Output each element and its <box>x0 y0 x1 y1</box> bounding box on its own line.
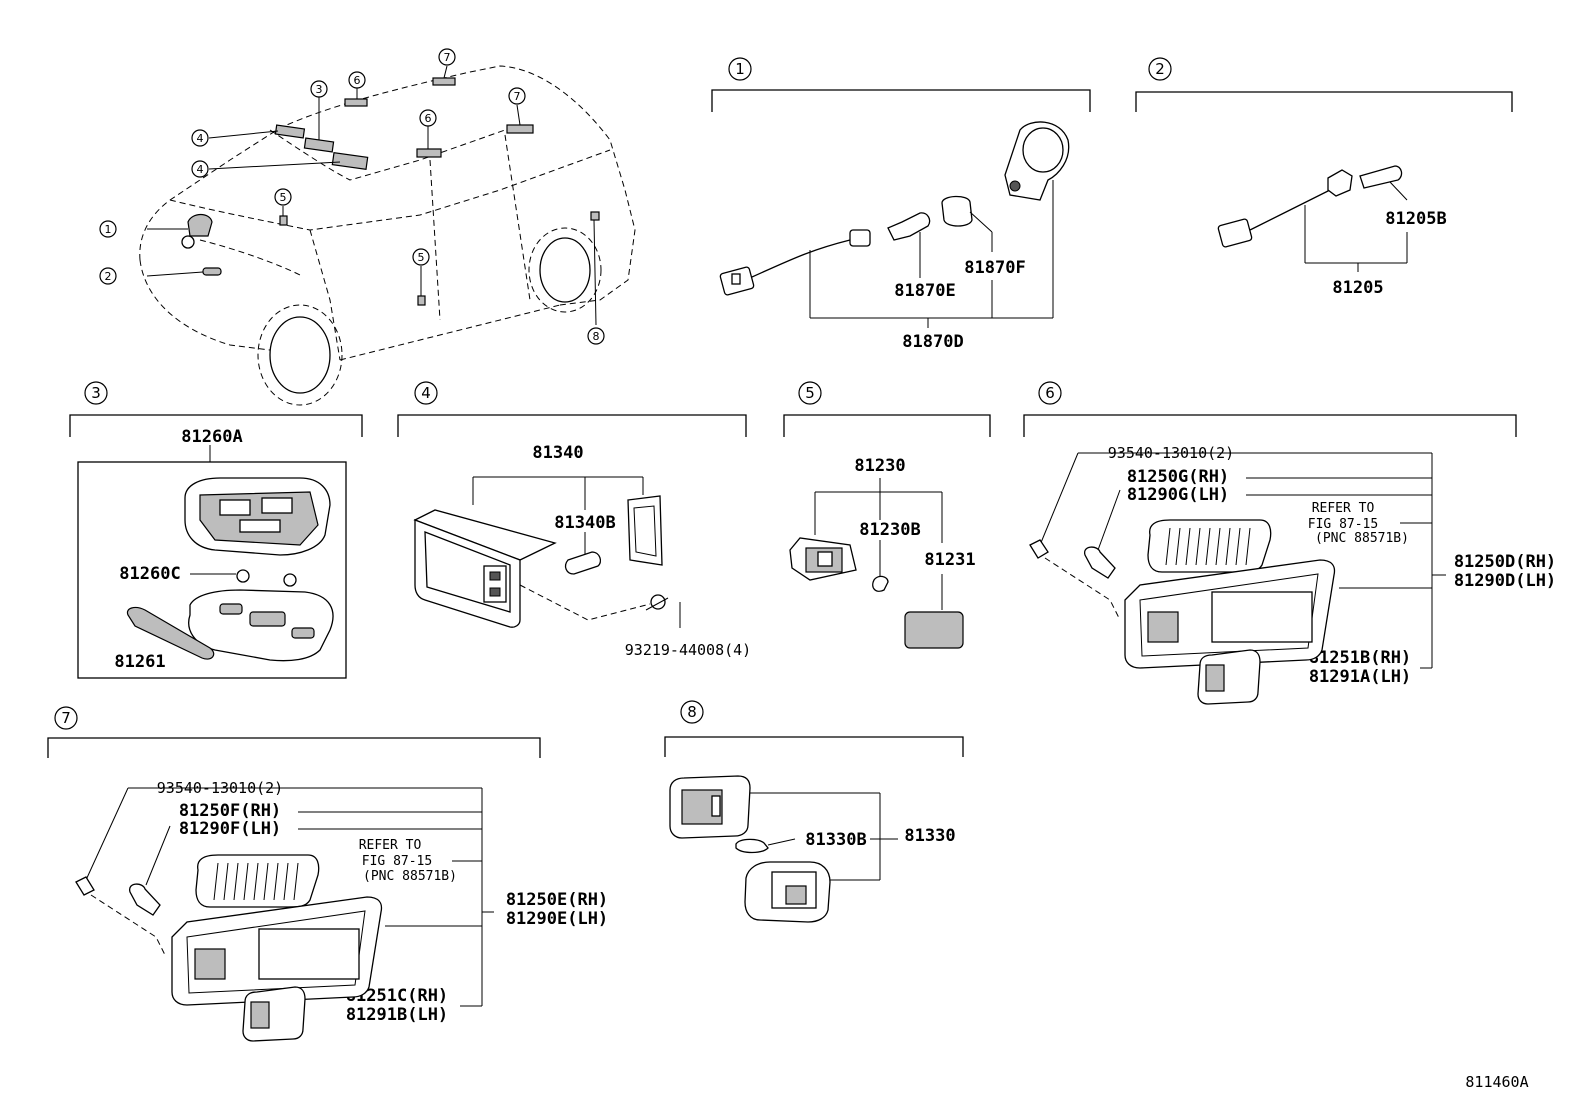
group-5: 5 81230 81230B 81231 <box>783 381 991 649</box>
svg-text:1: 1 <box>105 223 112 236</box>
svg-text:4: 4 <box>197 132 204 145</box>
callout-7a: 7 <box>438 48 456 66</box>
callout-6a: 6 <box>348 71 366 89</box>
group-3-label: 3 <box>91 384 101 402</box>
ref-note-line3-g6: (PNC 88571B) <box>1315 531 1409 546</box>
ref-note-line2-g7: FIG 87-15 <box>362 854 432 869</box>
group-2-label: 2 <box>1155 60 1165 78</box>
part-81291B: 81291B(LH) <box>346 1005 448 1025</box>
part-81261: 81261 <box>114 652 165 672</box>
svg-text:2: 2 <box>105 270 112 283</box>
part-81291A: 81291A(LH) <box>1309 667 1411 687</box>
part-81251C: 81251C(RH) <box>346 986 448 1006</box>
svg-text:4: 4 <box>197 163 204 176</box>
group-1-label: 1 <box>735 60 745 78</box>
group-7: 7 93540-13010(2) 81250F(RH) 81290F(LH) R… <box>47 706 608 1042</box>
part-93219-44008: 93219-44008(4) <box>625 641 751 659</box>
part-81260C: 81260C <box>119 564 180 584</box>
callout-8: 8 <box>587 327 605 345</box>
group-1: 1 81870E 81870F 81870D <box>711 57 1091 352</box>
callout-5b: 5 <box>412 248 430 266</box>
svg-text:5: 5 <box>418 251 425 264</box>
callout-4a: 4 <box>191 129 209 147</box>
ref-note-line1-g7: REFER TO <box>359 838 422 853</box>
part-81205: 81205 <box>1332 278 1383 298</box>
figure-code: 811460A <box>1465 1073 1528 1091</box>
part-81870D: 81870D <box>902 332 963 352</box>
group-4: 4 81340 81340B 93219-44008(4) <box>397 381 751 659</box>
group-6-label: 6 <box>1045 384 1055 402</box>
group-7-label: 7 <box>61 709 71 727</box>
callout-7b: 7 <box>508 87 526 105</box>
group-8: 8 81330B 81330 <box>664 700 964 923</box>
part-81231: 81231 <box>924 550 975 570</box>
svg-text:6: 6 <box>354 74 361 87</box>
vehicle-overview: 1 2 3 4 4 5 5 6 6 7 7 8 <box>99 48 636 406</box>
part-81260A: 81260A <box>181 427 242 447</box>
callout-1: 1 <box>99 220 117 238</box>
ref-note-line1-g6: REFER TO <box>1312 501 1375 516</box>
part-81230B: 81230B <box>859 520 920 540</box>
group-8-label: 8 <box>687 703 697 721</box>
svg-text:3: 3 <box>316 83 323 96</box>
group-5-label: 5 <box>805 384 815 402</box>
svg-text:7: 7 <box>444 51 451 64</box>
group-3: 3 81260A 81260C 81261 <box>69 381 363 679</box>
part-81250G: 81250G(RH) <box>1127 467 1229 487</box>
part-81290D: 81290D(LH) <box>1454 571 1556 591</box>
part-81250D: 81250D(RH) <box>1454 552 1556 572</box>
part-81290G: 81290G(LH) <box>1127 485 1229 505</box>
part-81251B: 81251B(RH) <box>1309 648 1411 668</box>
group-2: 2 81205B 81205 <box>1135 57 1513 298</box>
svg-text:6: 6 <box>425 112 432 125</box>
ref-note-line3-g7: (PNC 88571B) <box>363 869 457 884</box>
part-81290F: 81290F(LH) <box>179 819 281 839</box>
svg-text:7: 7 <box>514 90 521 103</box>
part-81870E: 81870E <box>894 281 955 301</box>
svg-text:8: 8 <box>593 330 600 343</box>
part-81290E: 81290E(LH) <box>506 909 608 929</box>
callout-4b: 4 <box>191 160 209 178</box>
part-81230: 81230 <box>854 456 905 476</box>
group-6: 6 93540-13010(2) 81250G(RH) 81290G(LH) R… <box>1023 381 1556 705</box>
callout-5a: 5 <box>274 188 292 206</box>
callout-3: 3 <box>310 80 328 98</box>
part-81250E: 81250E(RH) <box>506 890 608 910</box>
part-81205B: 81205B <box>1385 209 1446 229</box>
part-81340B: 81340B <box>554 513 615 533</box>
callout-2: 2 <box>99 267 117 285</box>
part-81340: 81340 <box>532 443 583 463</box>
part-81250F: 81250F(RH) <box>179 801 281 821</box>
ref-note-line2-g6: FIG 87-15 <box>1308 517 1378 532</box>
svg-text:5: 5 <box>280 191 287 204</box>
callout-6b: 6 <box>419 109 437 127</box>
part-81870F: 81870F <box>964 258 1025 278</box>
group-4-label: 4 <box>421 384 431 402</box>
part-81330B: 81330B <box>805 830 866 850</box>
part-81330: 81330 <box>904 826 955 846</box>
